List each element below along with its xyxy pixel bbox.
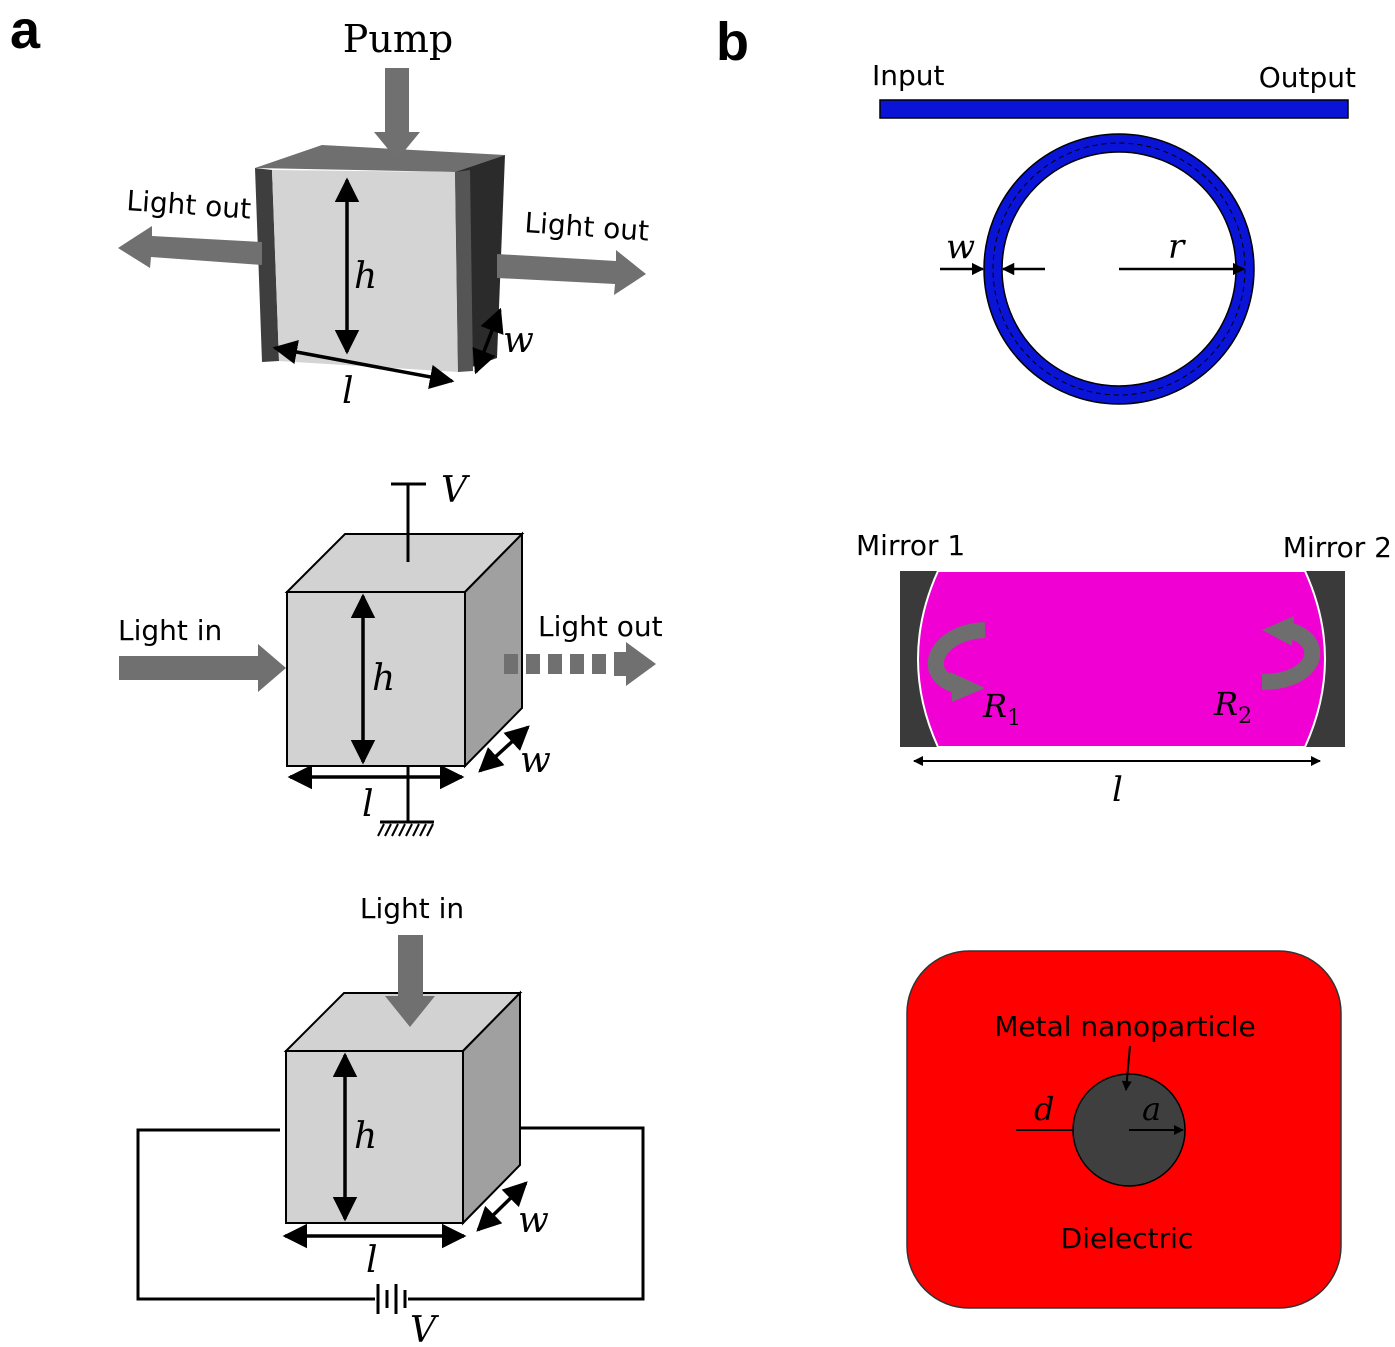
mirror-1-label: Mirror 1 [856, 529, 965, 562]
cavity-l-label: l [1112, 770, 1123, 810]
d-label: d [1034, 1090, 1054, 1128]
modulator-front-face [286, 591, 466, 767]
photodetector-diagram: V Light in h l w [136, 892, 645, 1347]
laser-diagram: Pump Light out Light out h l w [118, 17, 650, 412]
detector-h-label: h [354, 1116, 377, 1157]
laser-l-label: l [342, 371, 354, 412]
output-label: Output [1259, 61, 1356, 94]
detector-l-label: l [366, 1240, 378, 1281]
modulator-light-in-arrow [119, 644, 286, 692]
modulator-w-dimension [478, 725, 530, 773]
detector-w-label: w [518, 1200, 549, 1241]
nanoparticle-pointer [1121, 1045, 1132, 1091]
laser-l-dimension [272, 339, 455, 390]
modulator-light-out-arrow [504, 642, 656, 686]
reflection-arrow-2 [1261, 622, 1321, 690]
laser-top-face [255, 145, 505, 172]
panel-letter-b: b [716, 12, 749, 72]
modulator-diagram: V Light in Light out h [118, 470, 663, 837]
modulator-light-out-label: Light out [538, 610, 663, 643]
a-label: a [1142, 1090, 1161, 1128]
laser-front-face [272, 170, 458, 372]
laser-h-label: h [354, 256, 377, 297]
battery-icon [376, 1284, 407, 1314]
cavity-gain-medium [917, 570, 1326, 748]
reflection-arrow-2-head [1262, 616, 1294, 646]
laser-w-label: w [503, 320, 534, 361]
modulator-h-label: h [372, 658, 395, 699]
ring-resonator-diagram: Input Output w r [872, 59, 1356, 405]
r2-label: R2 [1213, 685, 1252, 729]
detector-front-face [285, 1050, 464, 1224]
detector-voltage-label: V [410, 1310, 440, 1347]
modulator-w-label: w [520, 740, 551, 781]
light-out-left-arrow [118, 226, 262, 268]
metal-nanoparticle-label: Metal nanoparticle [994, 1010, 1256, 1043]
light-out-right-arrow [497, 250, 646, 295]
pump-label: Pump [343, 17, 453, 61]
input-label: Input [872, 59, 945, 92]
laser-w-dimension [472, 307, 504, 375]
mirror-2-label: Mirror 2 [1283, 531, 1392, 564]
detector-light-in-label: Light in [360, 892, 464, 925]
modulator-voltage-label: V [441, 470, 471, 511]
ring-r-label: r [1168, 227, 1186, 267]
light-out-right-label: Light out [524, 206, 651, 248]
modulator-light-in-label: Light in [118, 614, 222, 647]
detector-circuit-wire [136, 1128, 375, 1301]
reflection-arrow-1-head [950, 672, 985, 702]
fabry-perot-diagram: Mirror 1 Mirror 2 R1 R2 l [856, 529, 1392, 810]
laser-left-mirror [255, 168, 279, 362]
light-out-left-label: Light out [126, 184, 253, 226]
detector-circuit-wire-right [408, 1126, 645, 1301]
pump-arrow [374, 68, 420, 160]
reflection-arrow-1 [927, 622, 986, 694]
detector-light-in-arrow [385, 935, 435, 1027]
laser-right-mirror [455, 170, 473, 372]
ring-w-label: w [946, 227, 975, 267]
modulator-l-label: l [362, 784, 374, 825]
dielectric-label: Dielectric [1061, 1222, 1194, 1255]
plasmonic-diagram: Metal nanoparticle d a Dielectric [906, 950, 1342, 1309]
panel-letter-a: a [10, 0, 41, 60]
detector-w-dimension [476, 1181, 528, 1232]
bus-waveguide [879, 99, 1349, 119]
r1-label: R1 [982, 687, 1021, 731]
